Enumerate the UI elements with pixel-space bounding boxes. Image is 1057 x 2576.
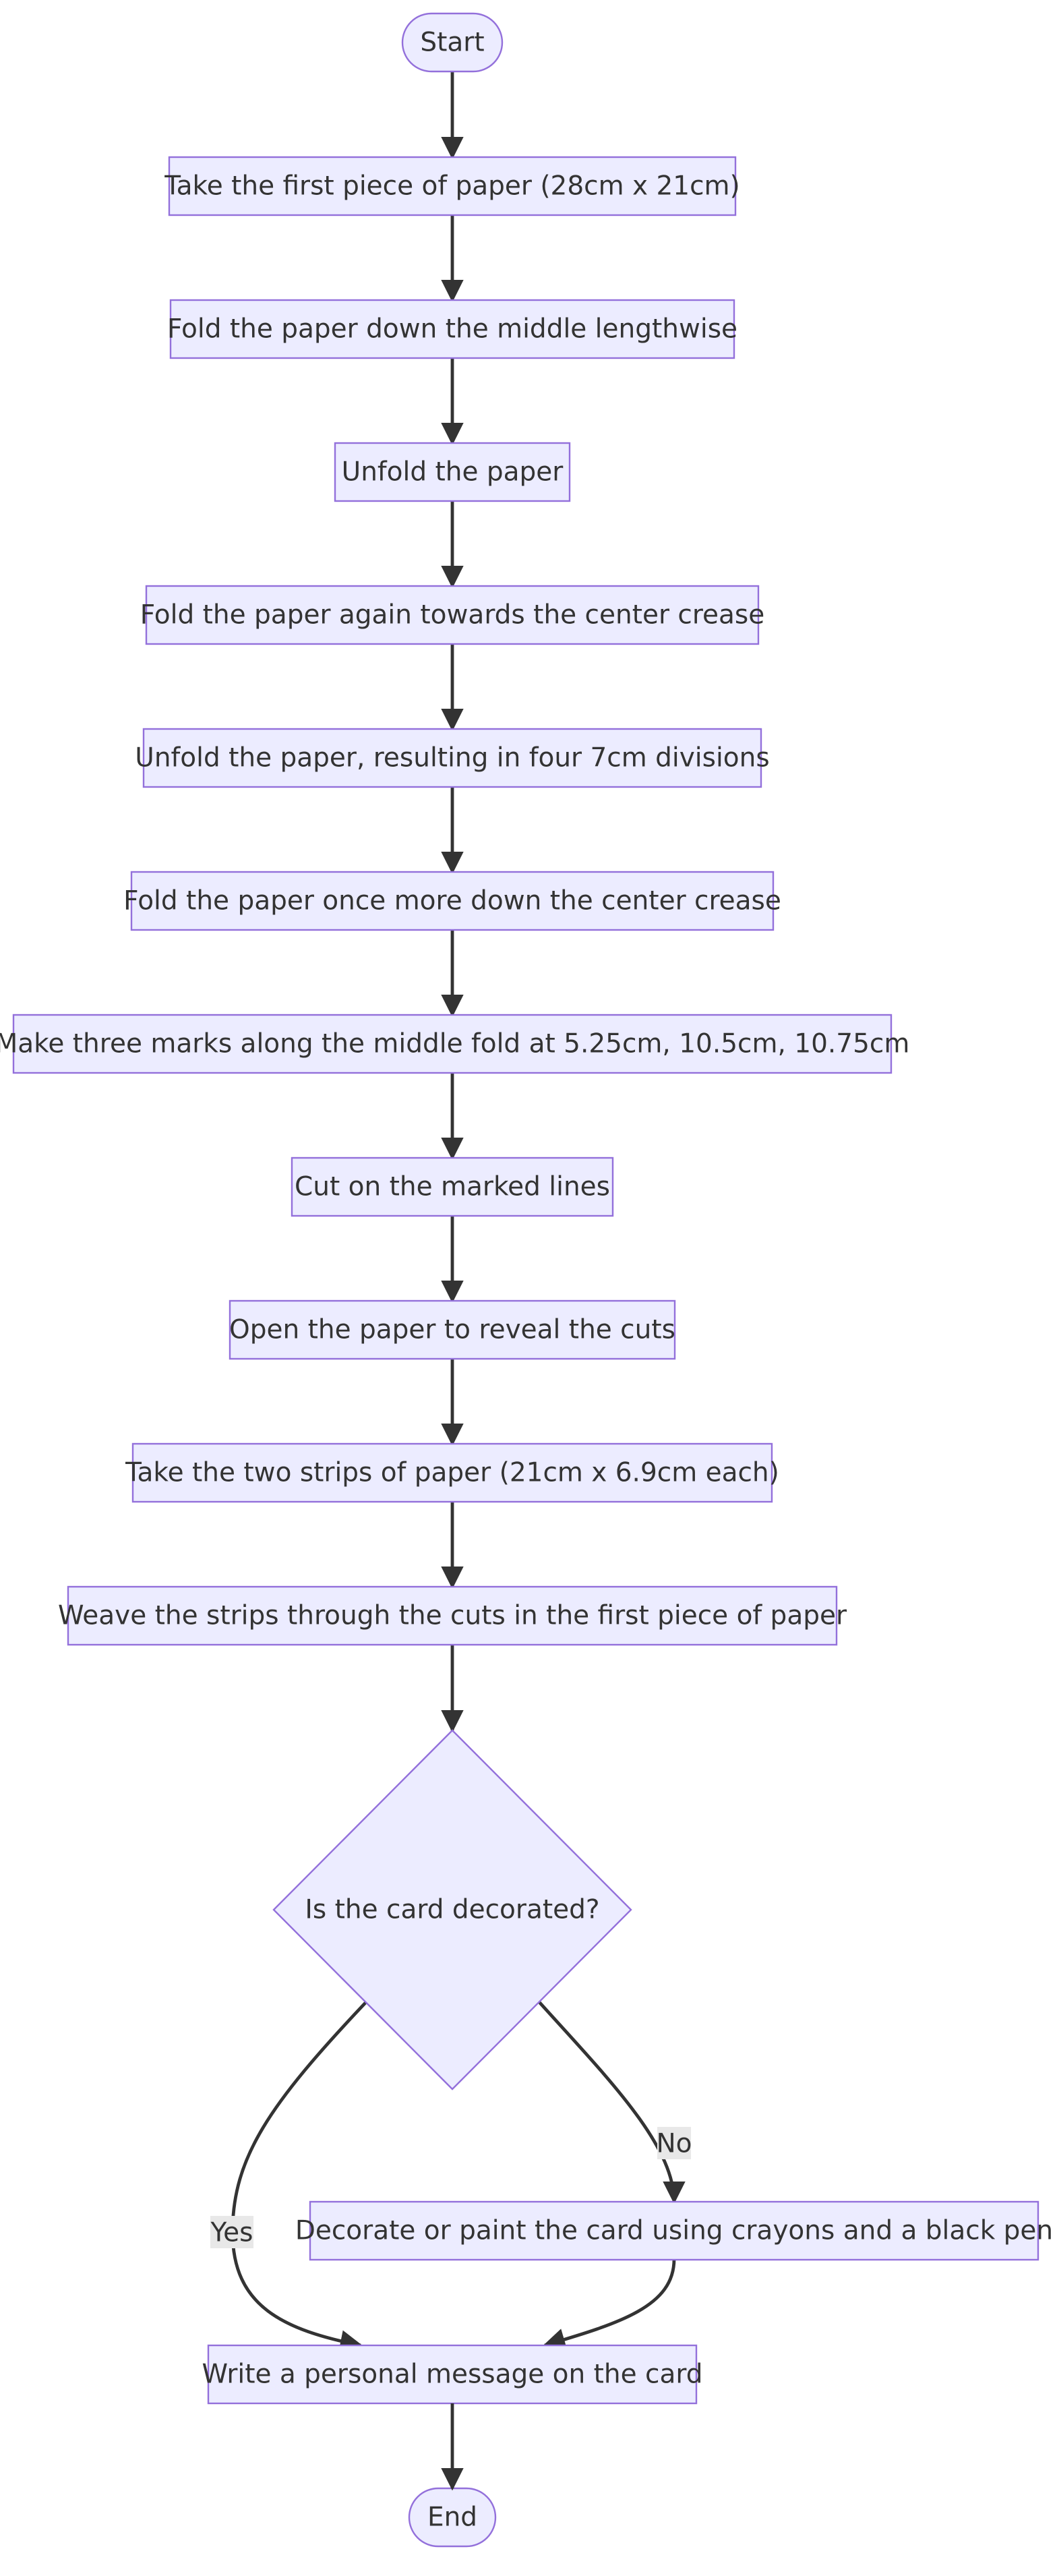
node-start-label: Start: [420, 28, 484, 58]
node-step4-label: Fold the paper again towards the center …: [140, 600, 765, 631]
node-step8-label: Cut on the marked lines: [295, 1172, 610, 1202]
edge-label-yes: Yes: [210, 2218, 253, 2248]
node-step11-label: Weave the strips through the cuts in the…: [58, 1601, 847, 1631]
node-step2-label: Fold the paper down the middle lengthwis…: [167, 314, 737, 345]
node-step10-label: Take the two strips of paper (21cm x 6.9…: [125, 1458, 779, 1488]
node-step5-label: Unfold the paper, resulting in four 7cm …: [135, 743, 769, 773]
node-step1: Take the first piece of paper (28cm x 21…: [164, 156, 740, 216]
node-step10: Take the two strips of paper (21cm x 6.9…: [125, 1442, 779, 1503]
node-step4: Fold the paper again towards the center …: [140, 585, 765, 645]
edge-decision-decorate-no: [538, 2001, 686, 2204]
node-step2: Fold the paper down the middle lengthwis…: [167, 299, 737, 359]
node-start: Start: [401, 12, 504, 73]
node-step3-label: Unfold the paper: [342, 457, 564, 488]
node-decorate: Decorate or paint the card using crayons…: [295, 2200, 1053, 2261]
node-decorate-label: Decorate or paint the card using crayons…: [295, 2216, 1053, 2246]
edge-label-yes-bg: [210, 2216, 253, 2248]
node-decision: Is the card decorated?: [272, 1729, 632, 2090]
node-step9: Open the paper to reveal the cuts: [229, 1299, 676, 1360]
node-step3: Unfold the paper: [334, 442, 571, 502]
node-step9-label: Open the paper to reveal the cuts: [229, 1315, 675, 1345]
node-step11: Weave the strips through the cuts in the…: [58, 1585, 847, 1646]
edge-label-no-bg: [657, 2127, 691, 2159]
node-step6: Fold the paper once more down the center…: [123, 871, 781, 931]
node-step7: Make three marks along the middle fold a…: [0, 1014, 909, 1074]
node-step6-label: Fold the paper once more down the center…: [123, 886, 781, 916]
nodes: Start Take the first piece of paper (28c…: [0, 12, 1053, 2548]
node-step7-label: Make three marks along the middle fold a…: [0, 1029, 909, 1059]
edge-decorate-message: [542, 2258, 676, 2351]
node-decision-label: Is the card decorated?: [305, 1895, 599, 1925]
node-step8: Cut on the marked lines: [291, 1157, 614, 1217]
node-step1-label: Take the first piece of paper (28cm x 21…: [164, 171, 740, 202]
edge-decision-message-yes: [231, 2001, 367, 2353]
node-message: Write a personal message on the card: [202, 2344, 703, 2405]
node-end-label: End: [427, 2502, 477, 2533]
node-message-label: Write a personal message on the card: [202, 2360, 703, 2390]
node-step5: Unfold the paper, resulting in four 7cm …: [135, 728, 770, 788]
edge-label-no: No: [656, 2129, 692, 2159]
edge-labels: Yes No: [210, 2127, 692, 2248]
node-end: End: [408, 2487, 497, 2548]
